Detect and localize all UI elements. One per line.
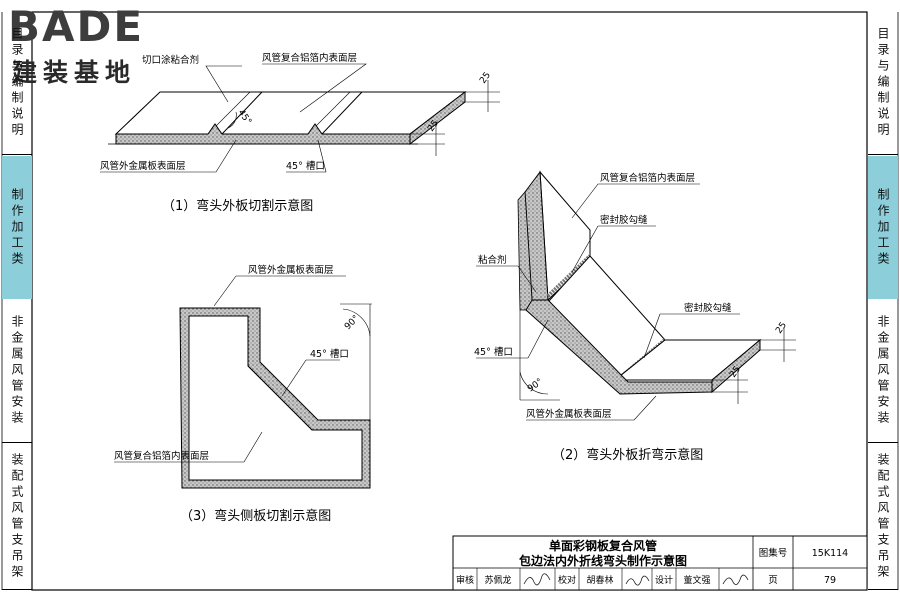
logo-subtitle: 建装基地 [12,58,137,87]
left-nav-item-1[interactable]: 制作加工类 [2,156,32,299]
fig1-top-face [114,91,467,135]
logo-word: BADE [8,2,145,51]
fig1-caption: （1）弯头外板切割示意图 [162,198,313,214]
fig2-label-inner: 风管复合铝箔内表面层 [600,172,695,184]
left-nav-item-2[interactable]: 非金属风管安装 [2,300,32,443]
check-name: 胡春林 [586,574,613,586]
fig2-label-groove: 45° 槽口 [474,346,513,358]
fig3-label-inner: 风管复合铝箔内表面层 [114,450,209,462]
fig3-label-groove: 45° 槽口 [310,348,349,360]
review-name: 苏佩龙 [484,574,511,586]
right-nav-item-1[interactable]: 制作加工类 [868,156,898,299]
fig2-left-edge [517,191,533,311]
check-label: 校对 [558,574,576,586]
design-signature [722,574,749,585]
page-no: 79 [824,575,836,586]
left-nav-item-0[interactable]: 目录与编制说明 [2,12,32,155]
fig2-dim-top: 25 [774,321,789,336]
right-nav-label: 制作加工类 [876,187,890,268]
fig1-groove-left [221,91,263,135]
fig1-groove-right [321,91,363,135]
fig1-label-inner: 风管复合铝箔内表面层 [262,52,357,64]
atlas-no: 15K114 [812,548,848,559]
fig3-inner-face [188,315,363,481]
fig2-label-adhesive: 粘合剂 [478,254,507,266]
fig3-angle: 90° [343,314,361,332]
fig3-side-plate-cutting: 90° 风管外金属板表面层 45° 槽口 风管复合铝箔内表面层 （3）弯头侧板切… [114,264,372,524]
review-signature [523,573,551,586]
left-nav-label: 非金属风管安装 [10,315,24,427]
right-nav-item-3[interactable]: 装配式风管支吊架 [868,444,898,590]
right-nav-label: 装配式风管支吊架 [876,452,890,581]
bade-logo: BADE 建装基地 [8,4,173,94]
fig2-caption: （2）弯头外板折弯示意图 [552,447,703,463]
fig1-label-adhesive: 切口涂粘合剂 [142,54,199,66]
fig1-outer-plate-cutting: 25 25 45° 切口涂粘合剂 风管复合铝箔内表面层 风管外金属板表面层 45… [100,52,500,214]
check-signature [625,575,650,586]
title-line1: 单面彩钢板复合风管 [549,538,657,553]
title-block: 单面彩钢板复合风管 包边法内外折线弯头制作示意图 图集号 15K114 页 79… [452,535,868,591]
left-nav-label: 目录与编制说明 [10,27,24,139]
sheet-frame [31,11,868,591]
fig2-label-seal1: 密封胶勾缝 [600,214,648,226]
fig1-dim-top: 25 [478,71,493,86]
design-label: 设计 [655,574,673,586]
design-name: 董文强 [683,574,710,586]
left-nav-item-3[interactable]: 装配式风管支吊架 [2,444,32,590]
title-line2: 包边法内外折线弯头制作示意图 [518,553,687,568]
fig1-label-outer: 风管外金属板表面层 [100,160,186,172]
fig2-label-seal2: 密封胶勾缝 [684,302,732,314]
review-label: 审核 [456,574,474,586]
left-nav-label: 装配式风管支吊架 [10,452,24,581]
fig2-outer-plate-bending: 25 25 90° 风管复合铝箔内表面层 密封胶勾缝 粘合剂 密封胶勾缝 45°… [474,170,796,463]
fig2-label-outer: 风管外金属板表面层 [526,408,612,420]
left-nav-label: 制作加工类 [10,187,24,268]
right-nav-label: 目录与编制说明 [876,27,890,139]
fig1-label-groove: 45° 槽口 [286,160,325,172]
atlas-label: 图集号 [759,547,788,559]
fig3-label-outer: 风管外金属板表面层 [248,264,334,276]
fig2-angle: 90° [526,377,545,394]
right-nav-item-0[interactable]: 目录与编制说明 [868,12,898,155]
right-nav-label: 非金属风管安装 [876,315,890,427]
right-nav-item-2[interactable]: 非金属风管安装 [868,300,898,443]
fig3-caption: （3）弯头侧板切割示意图 [180,508,331,524]
page-label: 页 [768,575,778,586]
